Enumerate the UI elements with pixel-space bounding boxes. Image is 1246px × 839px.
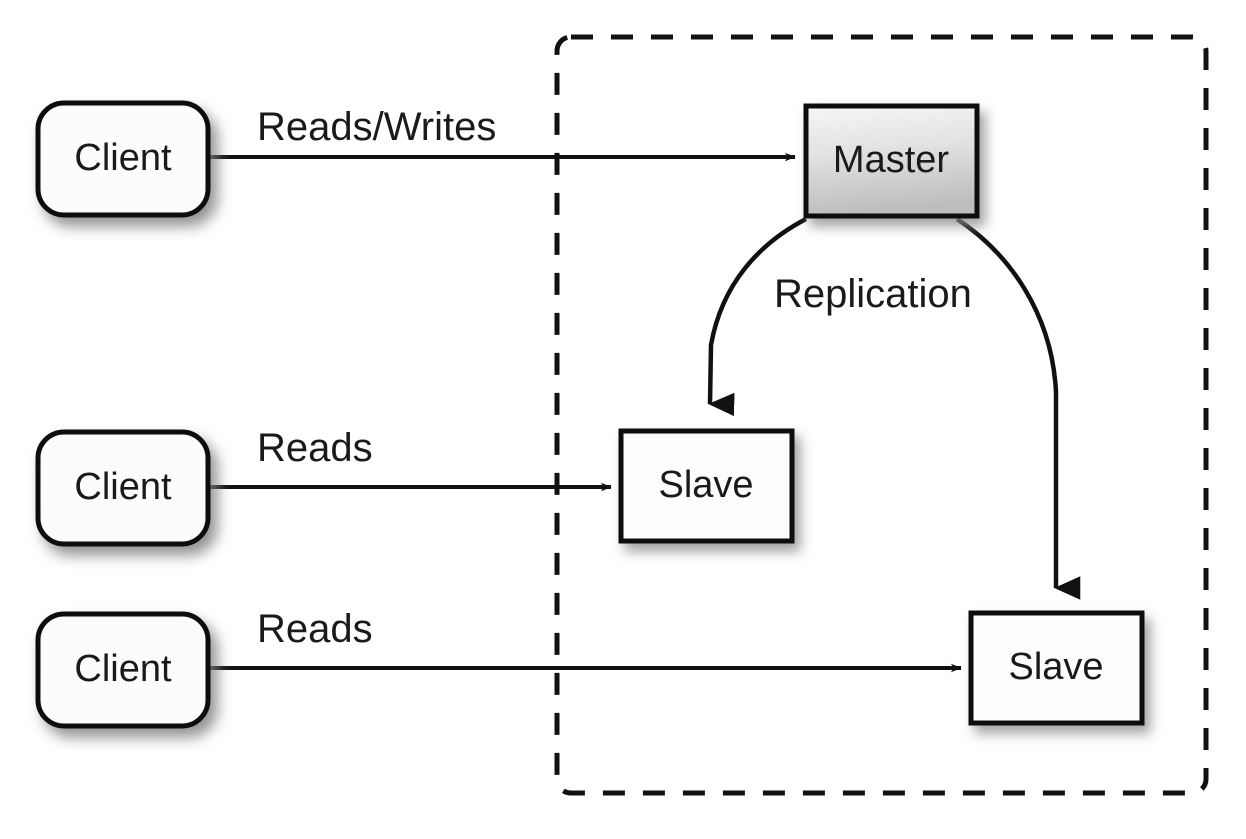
node-slave-2-label: Slave bbox=[1008, 646, 1103, 688]
edge-label-reads-middle: Reads bbox=[257, 426, 373, 470]
edge-label-reads-writes: Reads/Writes bbox=[257, 105, 496, 149]
node-slave-1-label: Slave bbox=[658, 464, 753, 506]
edge-replication-slave2 bbox=[955, 217, 1081, 600]
edge-replication-slave1 bbox=[707, 217, 808, 417]
edge-curve-replication-slave2 bbox=[955, 217, 1081, 600]
node-client-3-box[interactable] bbox=[35, 611, 211, 729]
database-cluster-boundary bbox=[554, 34, 1209, 796]
node-client-1[interactable]: Client bbox=[35, 100, 211, 218]
node-slave-1[interactable]: Slave bbox=[618, 428, 795, 544]
node-client-2-label: Client bbox=[74, 466, 172, 508]
node-slave-2-box[interactable] bbox=[968, 610, 1145, 726]
node-master-label: Master bbox=[833, 139, 949, 181]
node-client-2-box[interactable] bbox=[35, 429, 211, 547]
node-client-1-label: Client bbox=[74, 137, 172, 179]
node-client-2[interactable]: Client bbox=[35, 429, 211, 547]
node-client-1-box[interactable] bbox=[35, 100, 211, 218]
edge-curve-replication-slave1 bbox=[707, 217, 808, 417]
edge-label-replication: Replication bbox=[774, 272, 972, 316]
node-client-3-label: Client bbox=[74, 648, 172, 690]
node-slave-1-box[interactable] bbox=[618, 428, 795, 544]
edge-label-reads-bottom: Reads bbox=[257, 607, 373, 651]
node-master[interactable]: Master bbox=[803, 103, 980, 219]
node-client-3[interactable]: Client bbox=[35, 611, 211, 729]
node-master-box[interactable] bbox=[803, 103, 980, 219]
node-slave-2[interactable]: Slave bbox=[968, 610, 1145, 726]
